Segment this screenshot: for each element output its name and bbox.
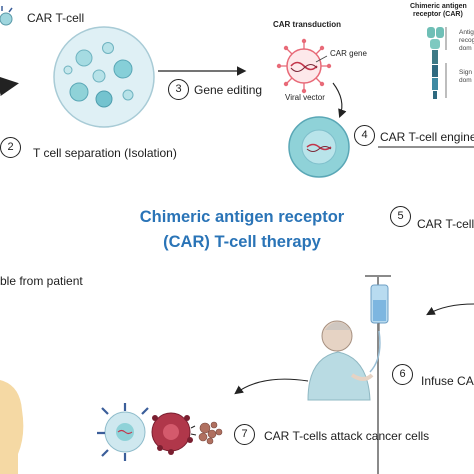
sample-label: ble from patient [0, 274, 83, 288]
step-5-number: 5 [390, 206, 411, 227]
receptor-title-line2: receptor (CAR) [413, 11, 463, 18]
step-4-label: CAR T-cell engine [380, 130, 474, 144]
step-3-number: 3 [168, 79, 189, 100]
car-tcell-icon [0, 6, 13, 26]
car-transduction-title: CAR transduction [273, 20, 341, 29]
step-7-number: 7 [234, 424, 255, 445]
viral-vector-label: Viral vector [285, 93, 325, 102]
step-2-label: T cell separation (Isolation) [33, 146, 177, 160]
iv-drip-icon [365, 275, 391, 474]
receptor-side-2: recog [459, 37, 474, 44]
step-6-number: 6 [392, 364, 413, 385]
step-7-label: CAR T-cells attack cancer cells [264, 429, 430, 443]
title-line-2: (CAR) T-cell therapy [163, 233, 321, 251]
arrow-into-iv [426, 303, 474, 316]
receptor-title-line1: Chimeric antigen [410, 3, 467, 10]
arrow-into-separation [0, 76, 19, 97]
receptor-side-3: dom [459, 45, 472, 52]
receptor-side-4: Sign [459, 69, 473, 76]
attack-scene-icon [97, 403, 223, 461]
car-receptor-icon [427, 27, 447, 99]
step-4-number: 4 [354, 125, 375, 146]
receptor-side-5: dom [459, 77, 472, 84]
car-tcell-label: CAR T-cell [27, 11, 85, 25]
step-3-label: Gene editing [194, 83, 263, 97]
receptor-side-1: Antig [459, 29, 474, 36]
arrow-vector-to-cell [332, 82, 347, 119]
arrow-to-attack [234, 378, 309, 395]
engineered-tcell-icon [288, 116, 350, 178]
step-6-label: Infuse CAR [421, 374, 474, 388]
title-line-1: Chimeric antigen receptor [139, 208, 345, 226]
step-5-label: CAR T-cell [417, 217, 474, 231]
step-2-number: 2 [0, 137, 21, 158]
car-gene-label: CAR gene [330, 49, 367, 58]
separation-dish-icon [53, 26, 155, 128]
patient-icon [307, 320, 374, 401]
viral-vector-icon [276, 38, 332, 94]
patient-body-silhouette [0, 380, 24, 474]
